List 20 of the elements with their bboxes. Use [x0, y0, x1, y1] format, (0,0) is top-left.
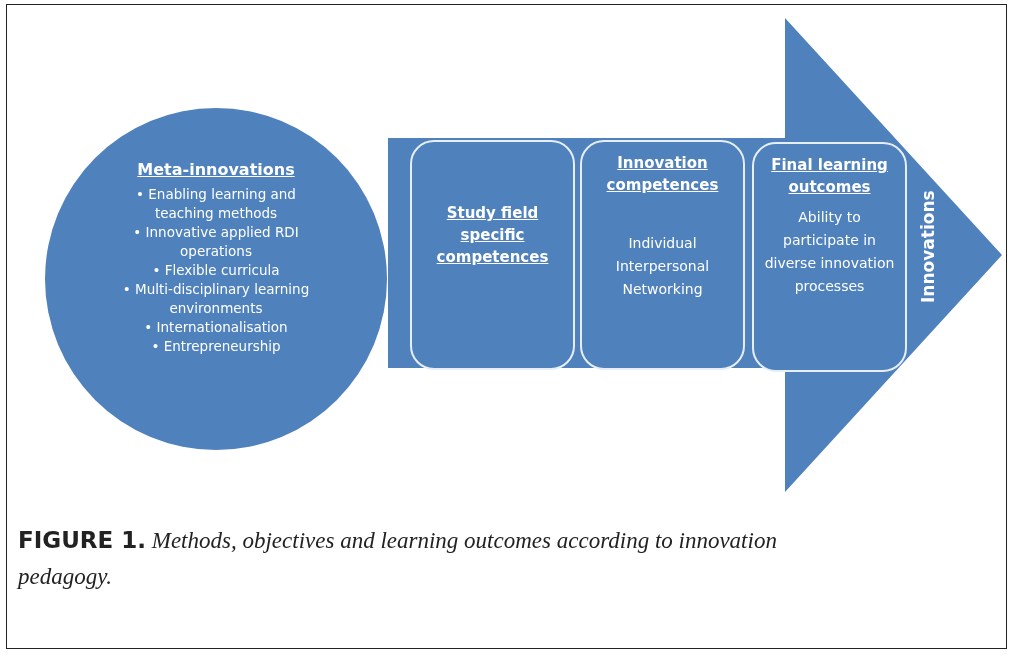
bullet-item: • Internationalisation [143, 318, 289, 337]
box-heading: Study field specific competences [435, 203, 550, 268]
bullet-item: • Entrepreneurship [150, 337, 282, 356]
bullet-item: • Enabling learning and teaching methods [135, 185, 297, 223]
rounded-box [410, 140, 575, 370]
box-text: Individual [628, 234, 697, 253]
arrow-label: Innovations [918, 193, 938, 303]
box-heading: Final learning outcomes [770, 155, 889, 198]
box-text: Interpersonal [615, 257, 710, 276]
box-heading: Innovation competences [605, 153, 720, 196]
bullet-item: • Multi-disciplinary learning environments [121, 280, 311, 318]
bullet-item: • Flexible curricula [151, 261, 281, 280]
arrow-shape [388, 18, 1002, 492]
figure-caption: FIGURE 1. Methods, objectives and learning outcomes according to innovation pedagogy. [18, 526, 778, 591]
rounded-box [580, 140, 745, 370]
heading: Meta-innovations [137, 160, 295, 179]
box-text: Networking [622, 280, 703, 299]
rounded-box [752, 142, 907, 372]
box-text: Ability to participate in diverse innovation processes [763, 208, 896, 296]
bullet-item: • Innovative applied RDI operations [132, 223, 300, 261]
